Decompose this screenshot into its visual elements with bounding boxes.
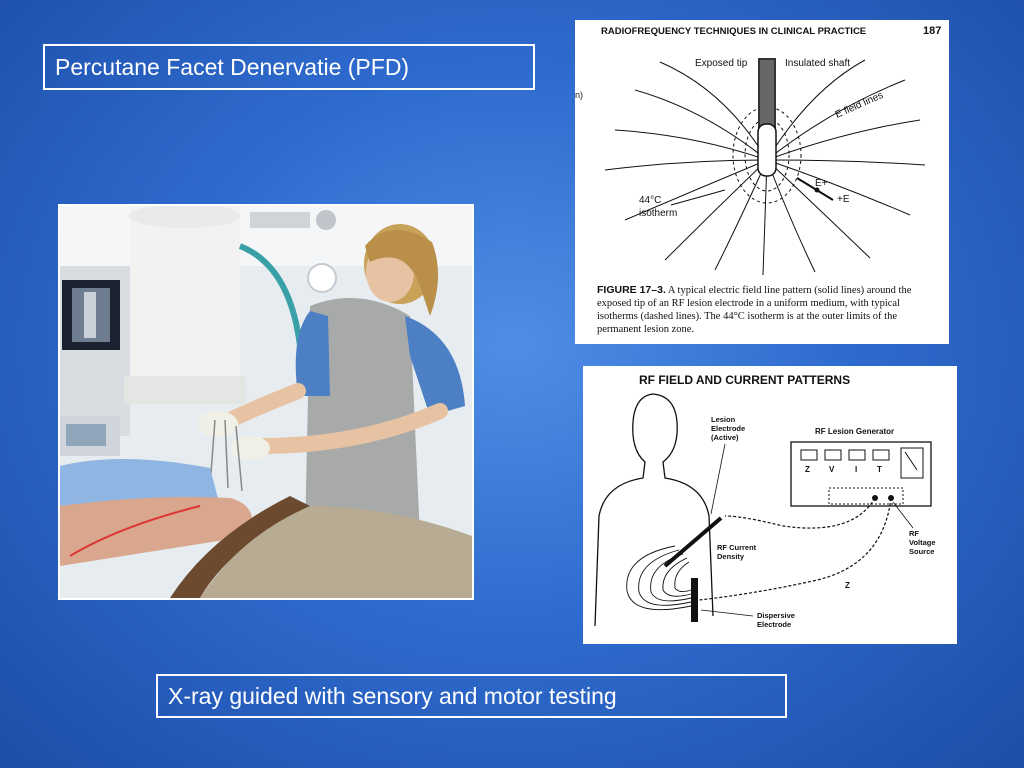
field-lines bbox=[604, 59, 926, 276]
current-density-lines bbox=[626, 545, 692, 611]
active-lead bbox=[724, 497, 876, 529]
label-electrode: Electrode bbox=[711, 424, 745, 433]
label-voltage: Voltage bbox=[909, 538, 936, 547]
body-outline bbox=[594, 393, 714, 627]
label-isotherm: isotherm bbox=[639, 208, 677, 219]
generator-title: RF Lesion Generator bbox=[815, 427, 894, 436]
figure1-caption-label: FIGURE 17–3. bbox=[597, 284, 666, 296]
label-rf: RF bbox=[909, 529, 919, 538]
figure1-margin-fragment: n) bbox=[575, 90, 583, 100]
figure2-title: RF FIELD AND CURRENT PATTERNS bbox=[639, 373, 850, 387]
label-e-plus: E+ bbox=[815, 178, 828, 189]
label-rf-current: RF Current bbox=[717, 543, 757, 552]
meter-z: Z bbox=[805, 465, 810, 474]
label-density: Density bbox=[717, 552, 745, 561]
rf-current-figure: RF FIELD AND CURRENT PATTERNS RF Lesion … bbox=[583, 366, 957, 644]
slide-caption: X-ray guided with sensory and motor test… bbox=[156, 674, 787, 718]
return-lead bbox=[698, 497, 892, 601]
label-z: Z bbox=[845, 581, 850, 590]
label-source: Source bbox=[909, 547, 934, 556]
meter-v: V bbox=[829, 465, 835, 474]
active-electrode bbox=[663, 516, 723, 568]
meter-t: T bbox=[877, 465, 882, 474]
label-plus-e: +E bbox=[837, 194, 850, 205]
label-isotherm-temp: 44°C bbox=[639, 195, 661, 206]
label-dispersive: Dispersive bbox=[757, 611, 795, 620]
label-field-lines: E field lines bbox=[834, 90, 885, 121]
label-dispersive-electrode: Electrode bbox=[757, 620, 791, 629]
figure1-page-number: 187 bbox=[923, 25, 941, 37]
figure1-caption-text: A typical electric field line pattern (s… bbox=[597, 285, 912, 335]
label-insulated-shaft: Insulated shaft bbox=[785, 58, 850, 69]
label-active: (Active) bbox=[711, 433, 739, 442]
label-exposed-tip: Exposed tip bbox=[695, 58, 748, 69]
exposed-tip bbox=[757, 123, 777, 177]
label-lesion: Lesion bbox=[711, 415, 736, 424]
meter-i: I bbox=[855, 465, 857, 474]
electric-field-figure: RADIOFREQUENCY TECHNIQUES IN CLINICAL PR… bbox=[575, 20, 949, 344]
dispersive-electrode bbox=[691, 578, 698, 622]
figure1-header: RADIOFREQUENCY TECHNIQUES IN CLINICAL PR… bbox=[601, 26, 866, 37]
figure1-caption: FIGURE 17–3. A typical electric field li… bbox=[597, 284, 937, 336]
procedure-photo bbox=[58, 204, 474, 600]
slide-title: Percutane Facet Denervatie (PFD) bbox=[43, 44, 535, 90]
